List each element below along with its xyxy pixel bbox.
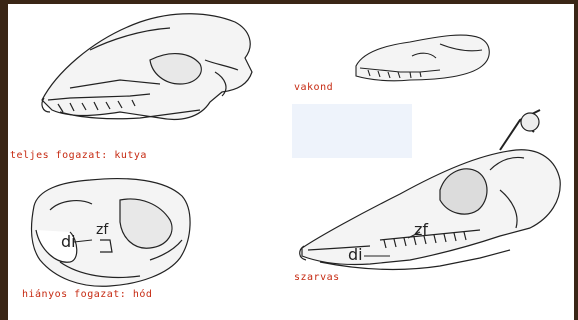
mole-skull bbox=[356, 35, 489, 81]
deer-zf-label: zf bbox=[414, 220, 428, 239]
beaver-caption: hiányos fogazat: hód bbox=[22, 289, 152, 300]
dog-skull bbox=[42, 14, 252, 120]
deer-di-label: di bbox=[348, 245, 363, 264]
deer-skull bbox=[300, 110, 560, 269]
deer-caption: szarvas bbox=[294, 272, 340, 283]
beaver-zf-label: zf bbox=[96, 222, 109, 238]
mole-caption: vakond bbox=[294, 82, 333, 93]
beaver-skull bbox=[32, 179, 191, 287]
dog-caption: teljes fogazat: kutya bbox=[10, 150, 147, 161]
beaver-di-label: di bbox=[61, 232, 76, 251]
